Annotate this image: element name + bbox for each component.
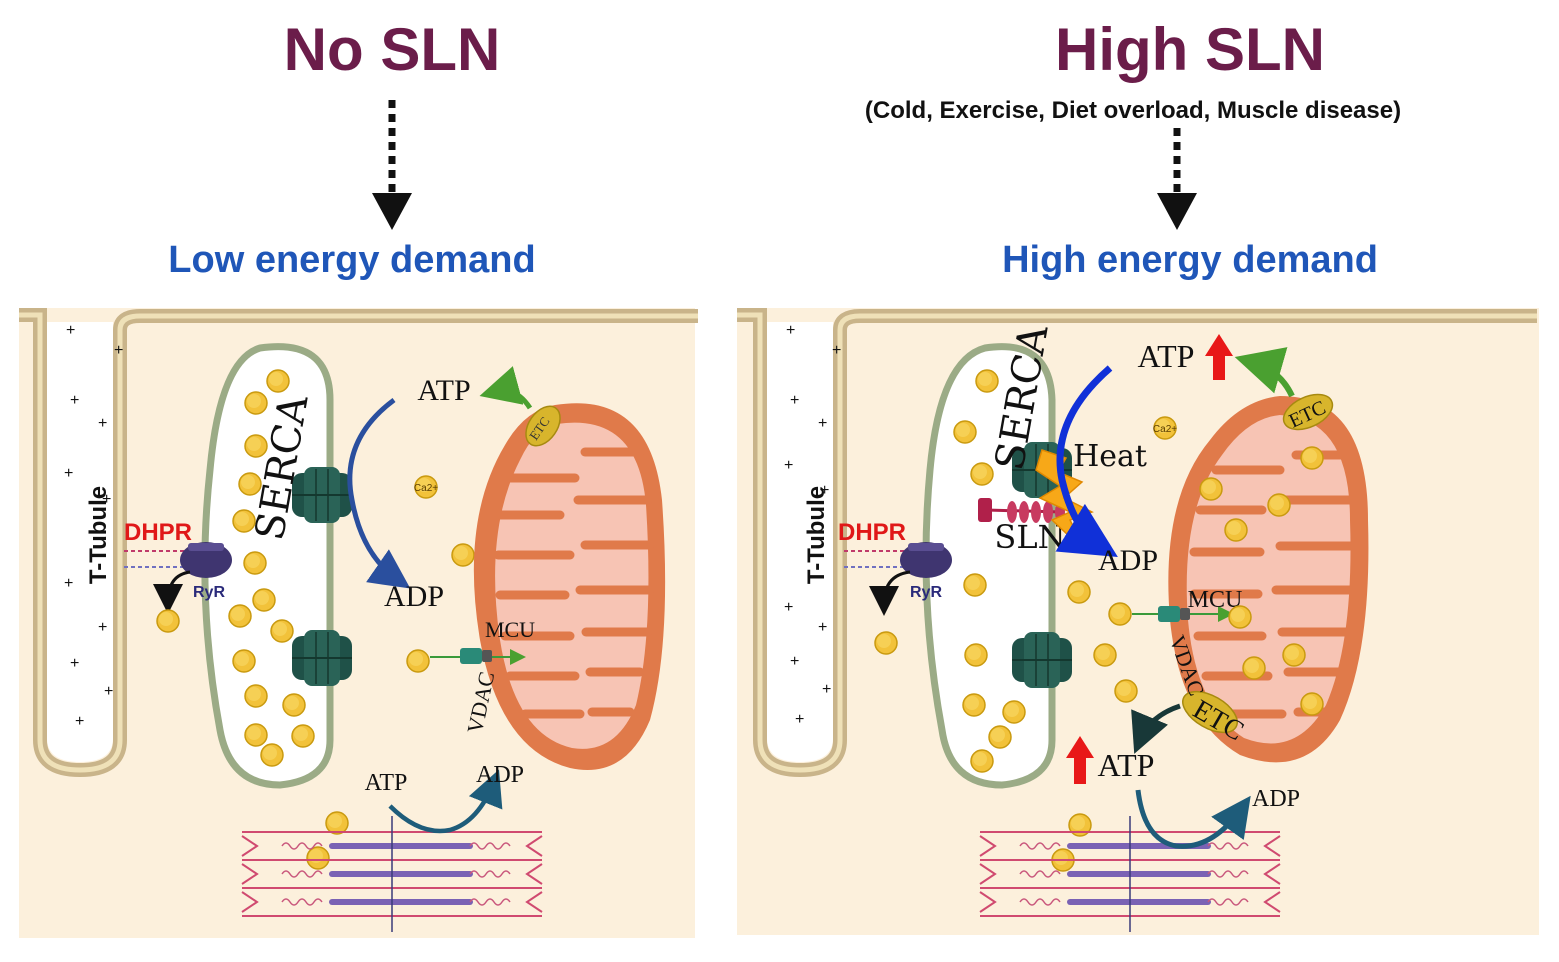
svg-text:+: + (98, 415, 107, 432)
left-dhpr-ryr (124, 542, 232, 614)
right-ryr-label: RyR (910, 584, 942, 601)
right-myo-adp-label: ADP (1252, 786, 1300, 812)
svg-text:+: + (790, 392, 799, 409)
right-atp-label: ATP (1138, 338, 1195, 374)
svg-text:+: + (795, 711, 804, 728)
left-mitochondrion (473, 403, 666, 770)
right-title: High SLN (1055, 16, 1325, 83)
svg-text:+: + (822, 681, 831, 698)
ion-labels: Ca2+ Ca2+ (414, 424, 1177, 494)
left-atp-label: ATP (417, 374, 470, 407)
left-adp-label: ADP (384, 580, 444, 613)
right-etc-bottom (1182, 690, 1238, 734)
right-cytoplasm (737, 308, 1539, 935)
left-serca-pump-bottom (291, 629, 353, 687)
svg-text:+: + (70, 655, 79, 672)
right-dotted-arrow (1157, 128, 1197, 230)
left-dotted-arrow (372, 100, 412, 230)
right-etc-top (1282, 393, 1334, 431)
right-conditions: (Cold, Exercise, Diet overload, Muscle d… (865, 97, 1401, 124)
ion-label-right: Ca2+ (1153, 424, 1177, 435)
svg-text:+: + (790, 653, 799, 670)
right-adp-label: ADP (1098, 544, 1158, 577)
svg-text:+: + (98, 619, 107, 636)
svg-text:+: + (64, 465, 73, 482)
svg-text:+: + (64, 575, 73, 592)
svg-text:+: + (832, 342, 841, 359)
left-title: No SLN (284, 16, 501, 83)
right-demand: High energy demand (1002, 239, 1378, 281)
svg-text:+: + (70, 392, 79, 409)
right-t-tubule-label: T-Tubule (803, 486, 830, 584)
right-dhpr-ryr (844, 542, 952, 616)
svg-text:+: + (818, 415, 827, 432)
right-heat-label: Heat (1073, 439, 1147, 474)
svg-text:+: + (818, 619, 827, 636)
svg-text:+: + (104, 683, 113, 700)
ion-label-left: Ca2+ (414, 483, 438, 494)
right-serca-pump-bottom (1011, 631, 1073, 689)
right-dhpr-label: DHPR (838, 519, 906, 546)
left-myo-atp-label: ATP (365, 770, 408, 796)
left-dhpr-label: DHPR (124, 519, 192, 546)
right-myo-atp-up-arrow-icon (1066, 736, 1094, 784)
svg-text:+: + (114, 342, 123, 359)
svg-text:+: + (784, 457, 793, 474)
left-ryr-label: RyR (193, 584, 225, 601)
left-mcu-label: MCU (485, 617, 535, 642)
left-panel: +++ +++ +++ ++ T-Tubule DHPR RyR SERCA (19, 308, 698, 938)
right-sln-label: SLN (994, 518, 1065, 556)
svg-text:+: + (66, 322, 75, 339)
svg-text:+: + (820, 482, 829, 499)
svg-text:+: + (786, 322, 795, 339)
right-mcu-channel (1158, 606, 1180, 622)
svg-text:+: + (75, 713, 84, 730)
left-t-tubule-label: T-Tubule (85, 486, 112, 584)
right-panel: +++ +++ +++ ++ T-Tubule DHPR RyR SERCA (737, 308, 1539, 935)
svg-text:+: + (102, 491, 111, 508)
svg-text:+: + (784, 599, 793, 616)
left-demand: Low energy demand (168, 239, 535, 281)
left-myo-adp-label: ADP (476, 762, 524, 788)
right-myo-atp-label: ATP (1098, 747, 1155, 783)
left-mcu-channel (460, 648, 482, 664)
right-atp-up-arrow-icon (1205, 334, 1233, 380)
left-etc (525, 405, 561, 447)
